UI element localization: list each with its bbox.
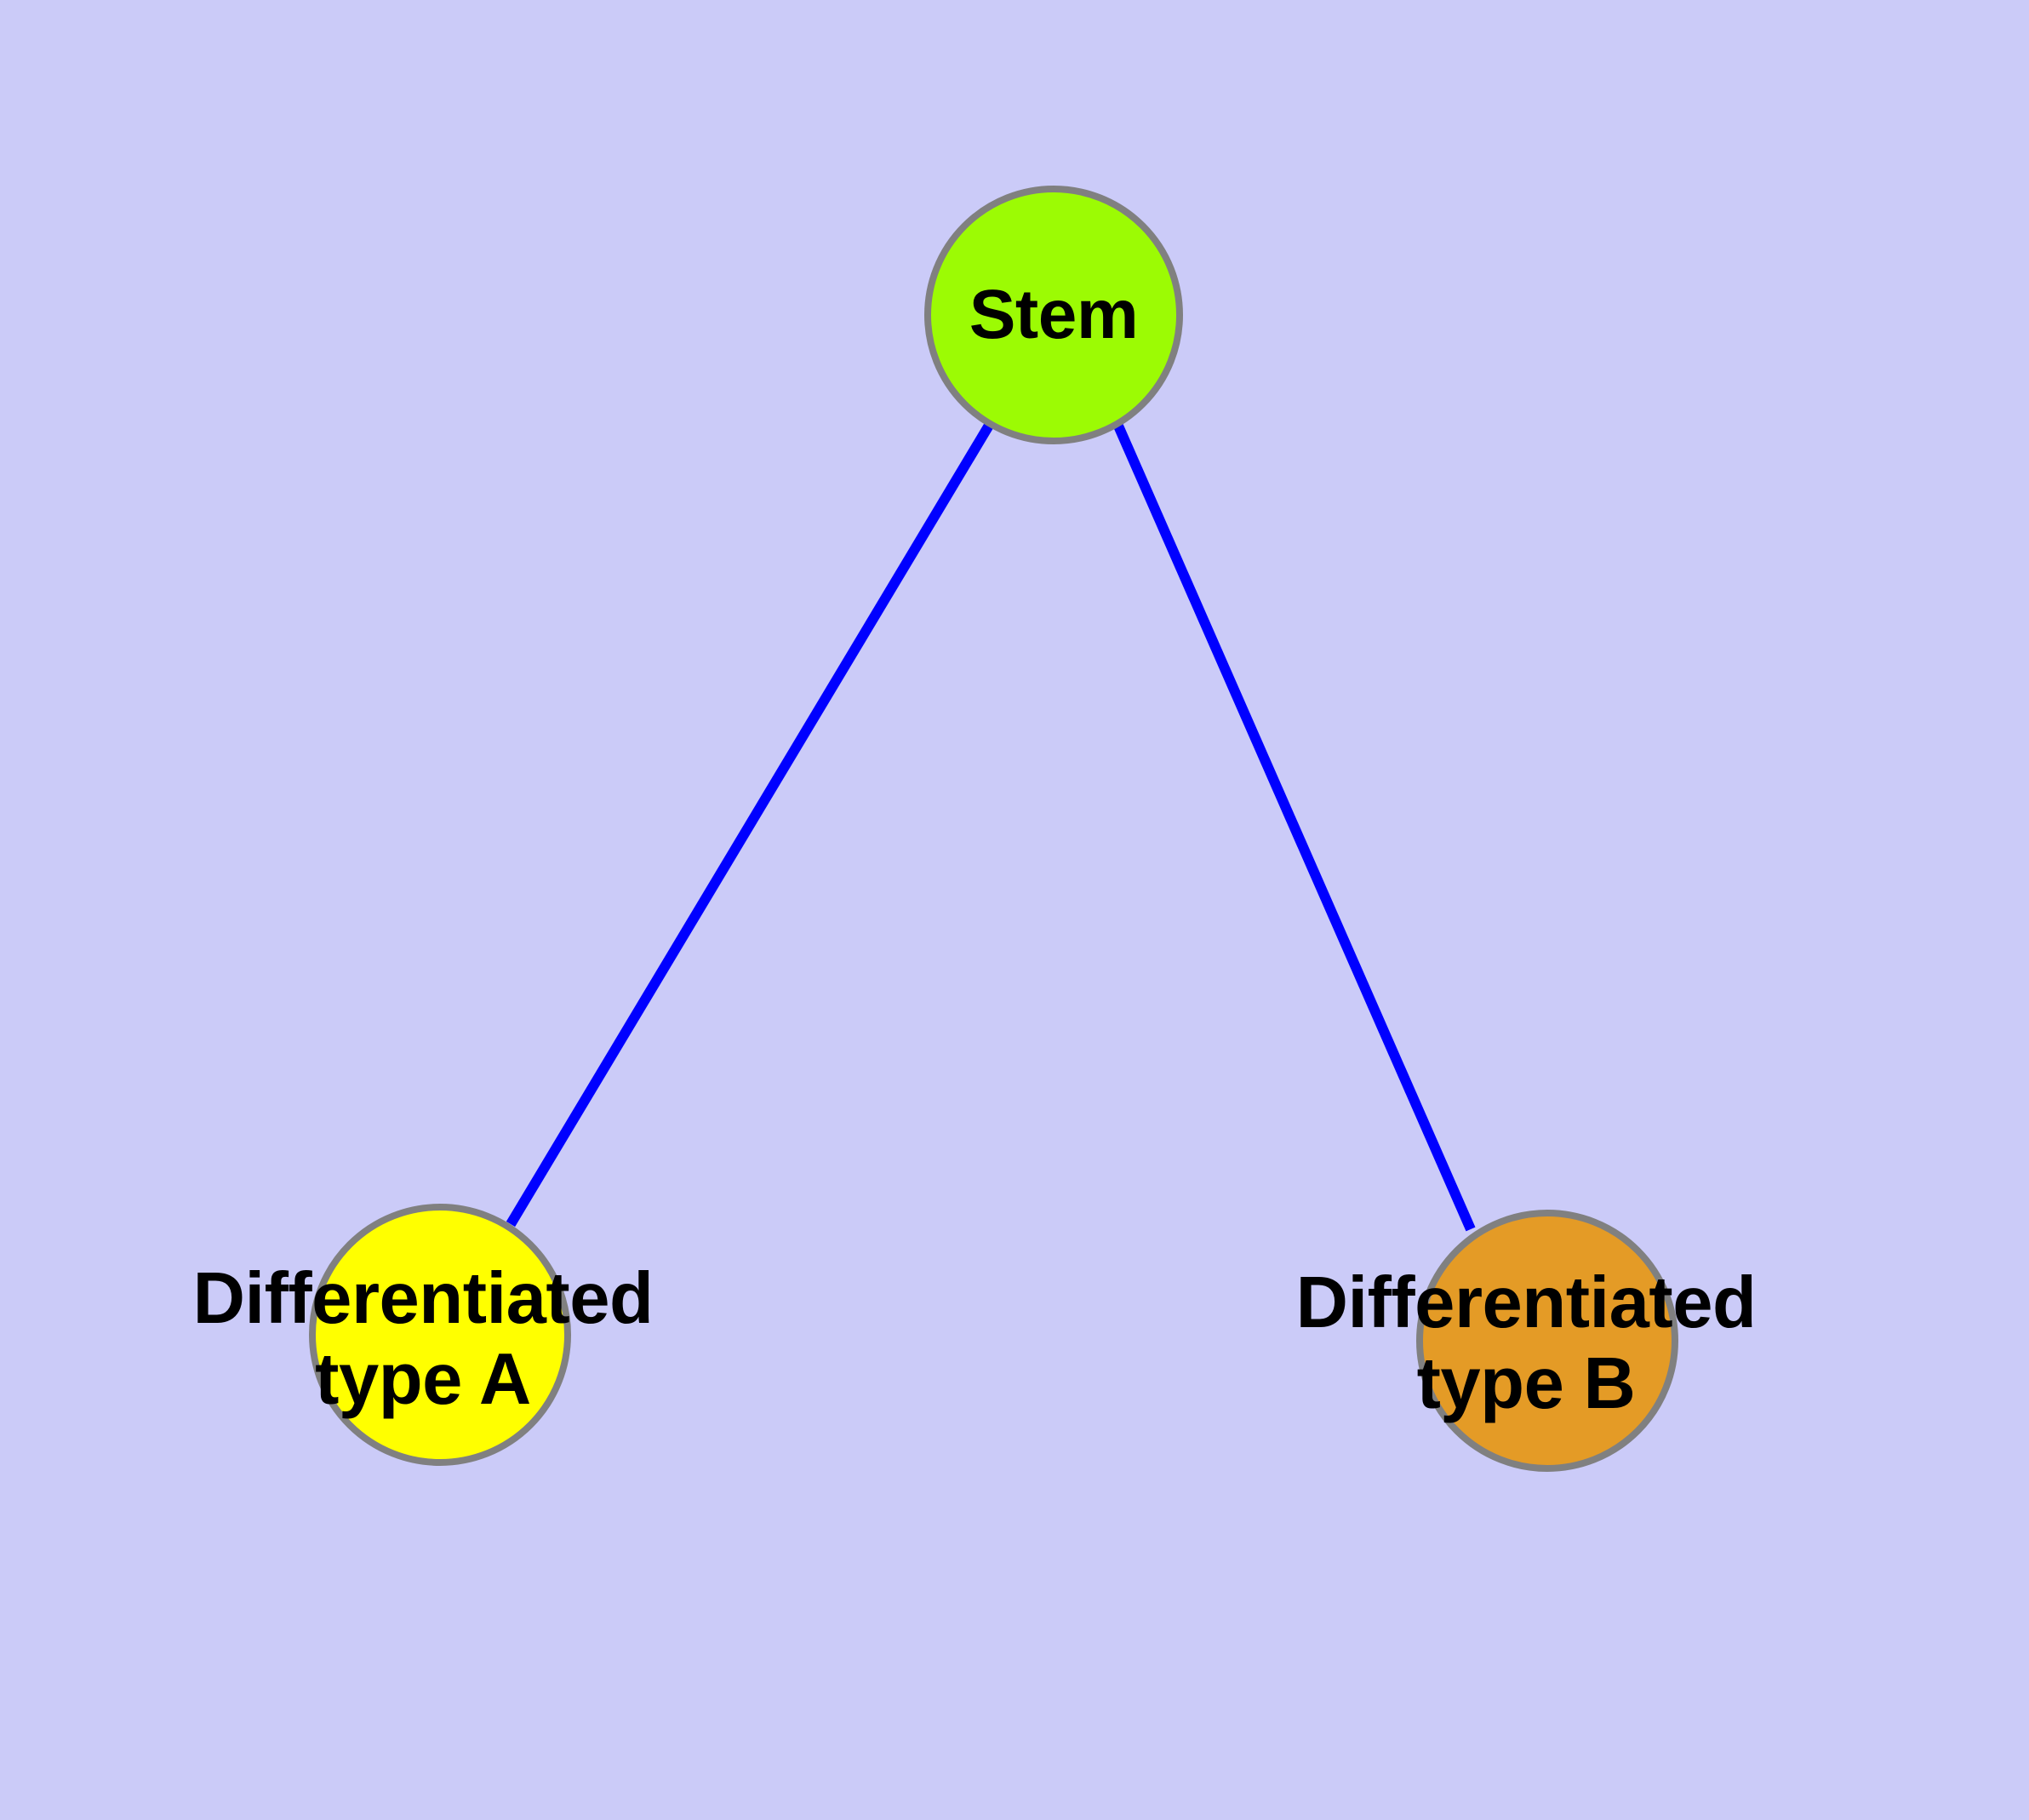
edges-layer — [506, 421, 1476, 1232]
graph-node-diff-a[interactable] — [309, 1204, 571, 1466]
graph-edge-stem-to-diff-b[interactable] — [1112, 421, 1476, 1232]
graph-edge-stem-to-diff-a[interactable] — [506, 421, 995, 1228]
graph-node-stem[interactable] — [924, 186, 1183, 444]
nodes-layer — [309, 186, 1678, 1472]
graph-node-diff-b[interactable] — [1416, 1210, 1678, 1472]
